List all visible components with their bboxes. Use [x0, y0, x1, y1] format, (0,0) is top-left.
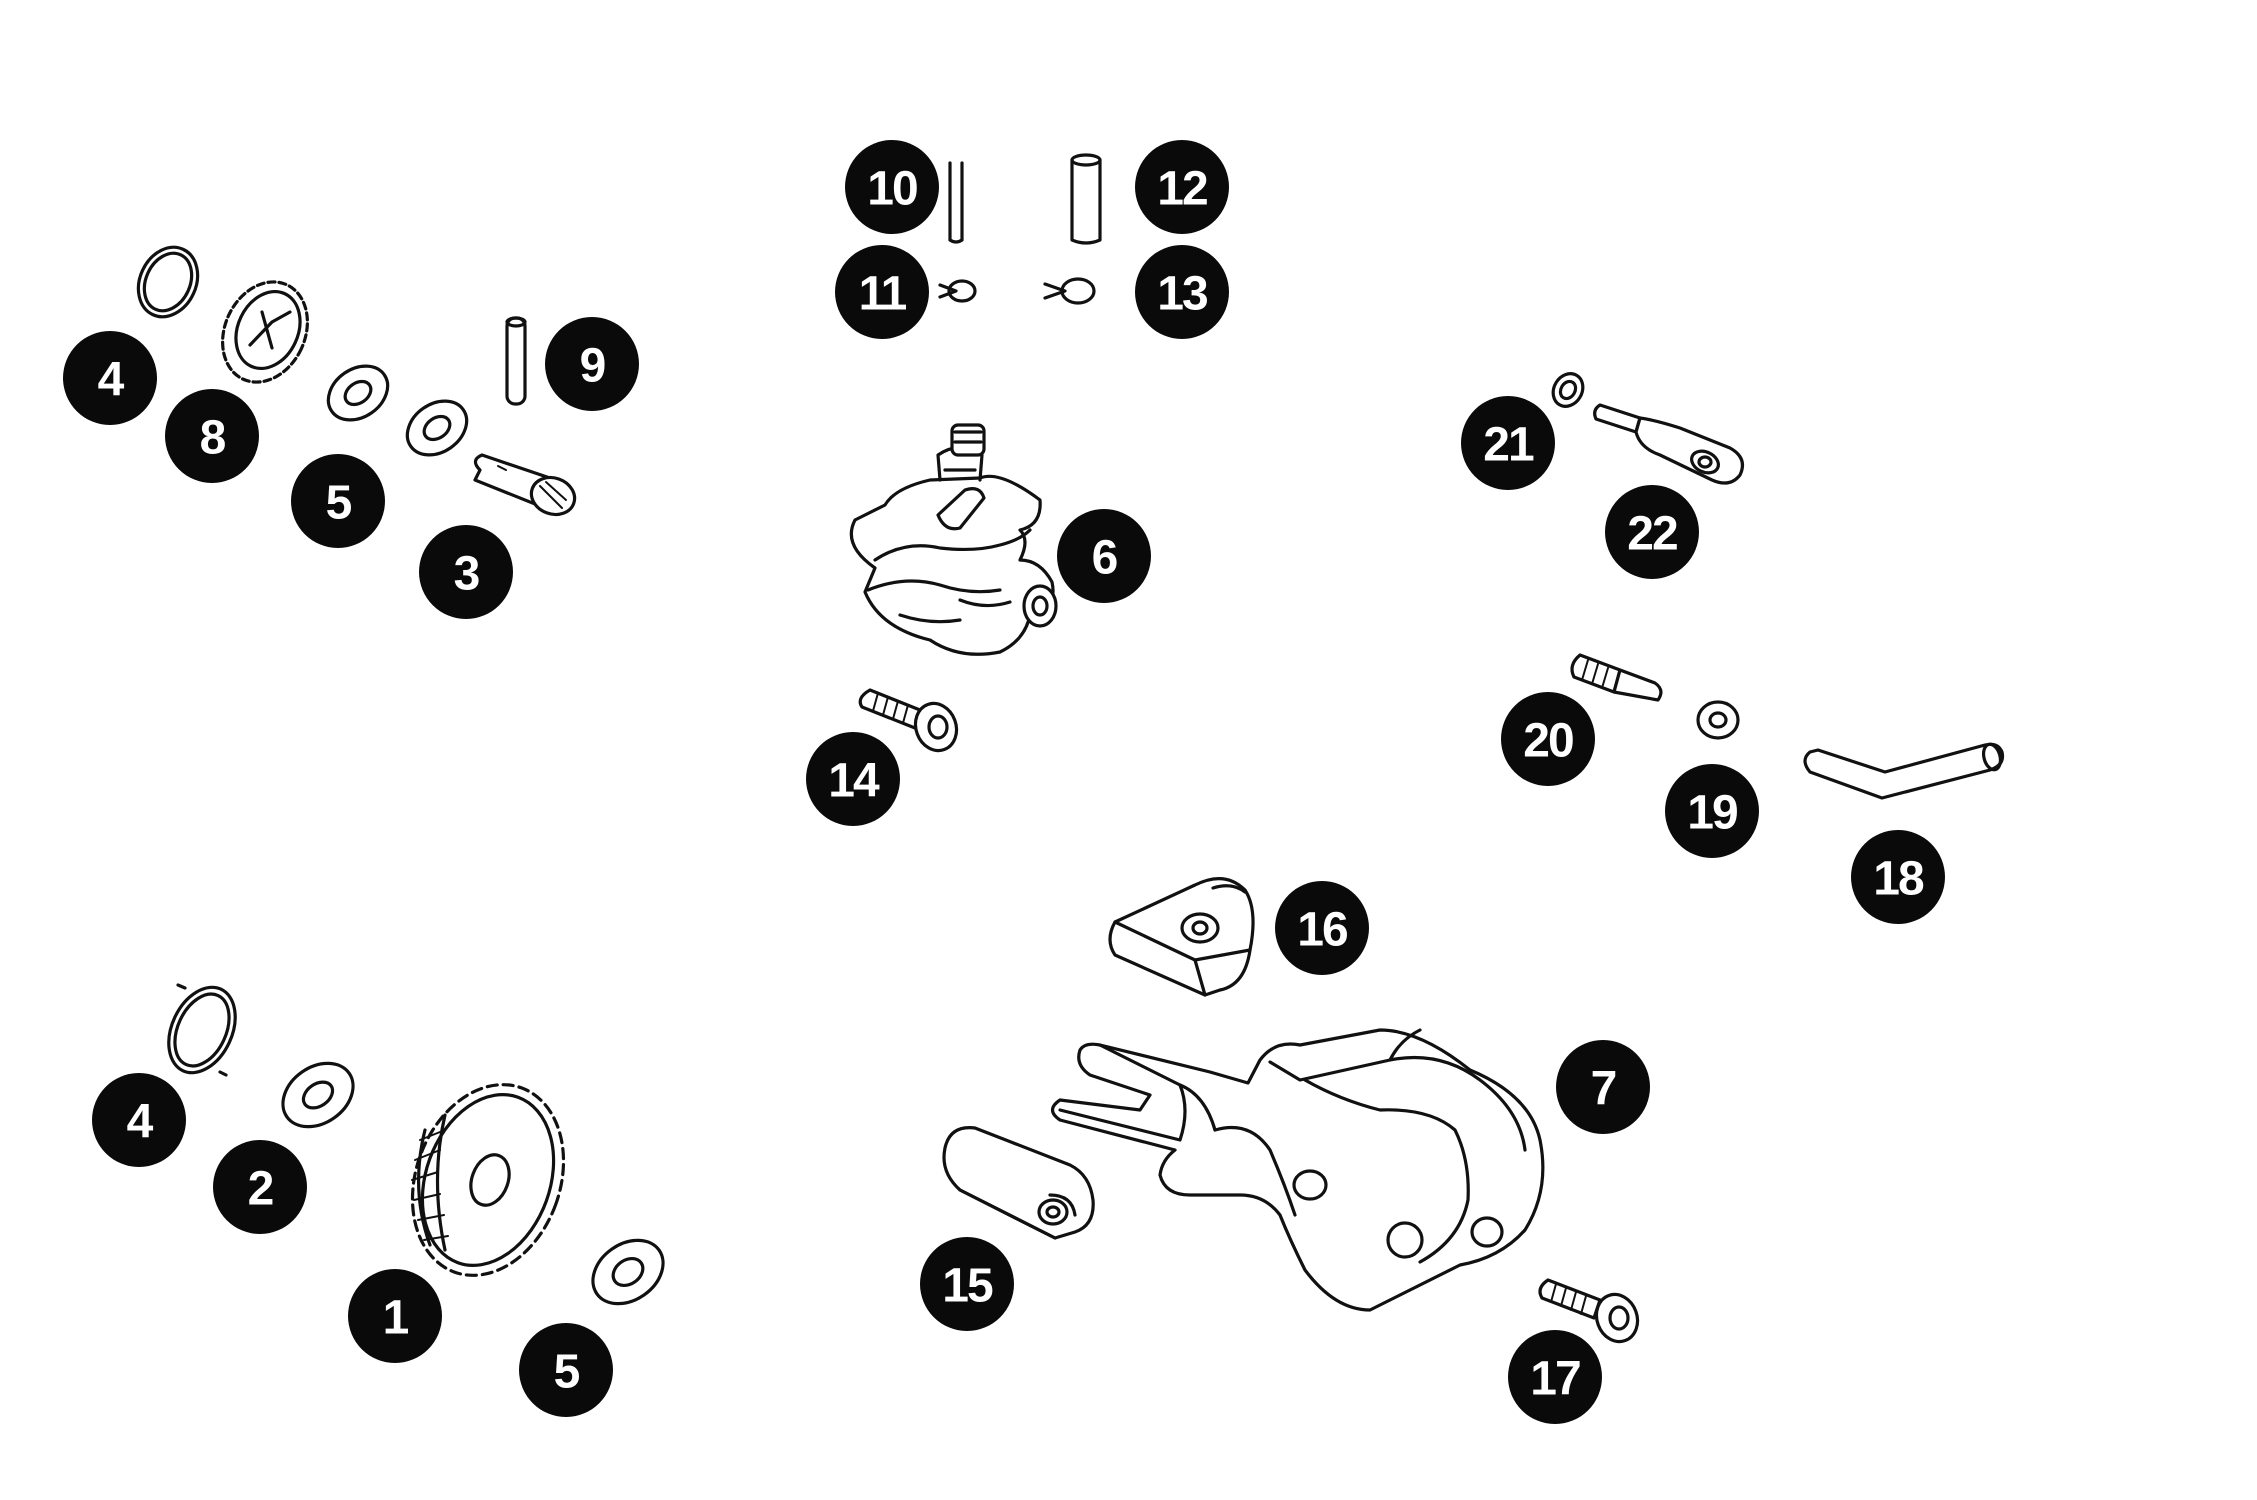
svg-text:16: 16 [1297, 904, 1347, 957]
svg-text:4: 4 [98, 354, 125, 407]
callout-10: 10 [845, 140, 939, 234]
part-washer-5-bottom [591, 1238, 665, 1306]
svg-text:19: 19 [1687, 787, 1737, 840]
part-oring-21 [1551, 372, 1585, 408]
svg-text:8: 8 [200, 412, 226, 465]
svg-text:9: 9 [580, 340, 605, 393]
callout-19: 19 [1665, 764, 1759, 858]
svg-text:20: 20 [1523, 715, 1573, 768]
part-bolt-17 [1538, 1278, 1640, 1344]
part-washer-top-2 [405, 399, 469, 457]
part-plate-15 [942, 1126, 1095, 1240]
callout-16: 16 [1275, 881, 1369, 975]
part-hose-18 [1803, 742, 2005, 800]
part-housing-7 [1050, 1028, 1545, 1312]
svg-text:2: 2 [248, 1163, 273, 1216]
callout-5-top: 5 [291, 454, 385, 548]
part-clip-11 [938, 279, 977, 303]
callout-3: 3 [419, 525, 513, 619]
part-bolt-14 [858, 688, 959, 753]
svg-text:4: 4 [127, 1096, 154, 1149]
callout-13: 13 [1135, 245, 1229, 339]
callout-2: 2 [213, 1140, 307, 1234]
svg-text:3: 3 [454, 548, 479, 601]
callout-4-bottom: 4 [92, 1073, 186, 1167]
part-circlip-top [136, 245, 200, 319]
callout-15: 15 [920, 1237, 1014, 1331]
part-gear-1 [410, 1083, 566, 1277]
svg-text:17: 17 [1530, 1353, 1580, 1406]
part-shaft-3 [473, 453, 577, 517]
svg-text:21: 21 [1483, 419, 1534, 472]
svg-text:12: 12 [1157, 163, 1207, 216]
part-fitting-20 [1570, 653, 1663, 702]
svg-text:5: 5 [326, 477, 352, 530]
part-banjo-22 [1593, 403, 1744, 485]
svg-text:13: 13 [1157, 268, 1207, 321]
part-washer-2 [281, 1061, 355, 1129]
svg-text:18: 18 [1873, 853, 1924, 906]
svg-text:22: 22 [1627, 508, 1677, 561]
svg-text:5: 5 [554, 1346, 580, 1399]
part-washer-5-top [326, 364, 390, 422]
part-gear-8 [221, 280, 309, 384]
part-nut-19 [1696, 700, 1740, 740]
callout-17: 17 [1508, 1330, 1602, 1424]
part-tube-12 [1070, 153, 1102, 245]
callout-20: 20 [1501, 692, 1595, 786]
part-pump-body-6 [849, 423, 1058, 656]
callout-7: 7 [1556, 1040, 1650, 1134]
svg-text:10: 10 [867, 163, 917, 216]
callout-18: 18 [1851, 830, 1945, 924]
callout-21: 21 [1461, 396, 1555, 490]
svg-text:1: 1 [383, 1292, 409, 1345]
callout-9: 9 [545, 317, 639, 411]
svg-text:6: 6 [1092, 532, 1117, 585]
svg-text:15: 15 [942, 1260, 993, 1313]
part-cover-16 [1108, 877, 1255, 997]
callout-22: 22 [1605, 485, 1699, 579]
callout-11: 11 [835, 245, 929, 339]
part-circlip-bottom [167, 983, 237, 1077]
svg-text:11: 11 [859, 268, 907, 321]
callout-14: 14 [806, 732, 900, 826]
part-pin-9 [505, 316, 527, 406]
callout-5-bottom: 5 [519, 1323, 613, 1417]
svg-text:14: 14 [828, 755, 880, 808]
callout-1: 1 [348, 1269, 442, 1363]
callout-8: 8 [165, 389, 259, 483]
part-clip-13 [1043, 277, 1096, 305]
callout-6: 6 [1057, 509, 1151, 603]
part-tube-10 [948, 161, 964, 244]
callout-4-top: 4 [63, 331, 157, 425]
svg-text:7: 7 [1591, 1063, 1616, 1116]
callout-12: 12 [1135, 140, 1229, 234]
